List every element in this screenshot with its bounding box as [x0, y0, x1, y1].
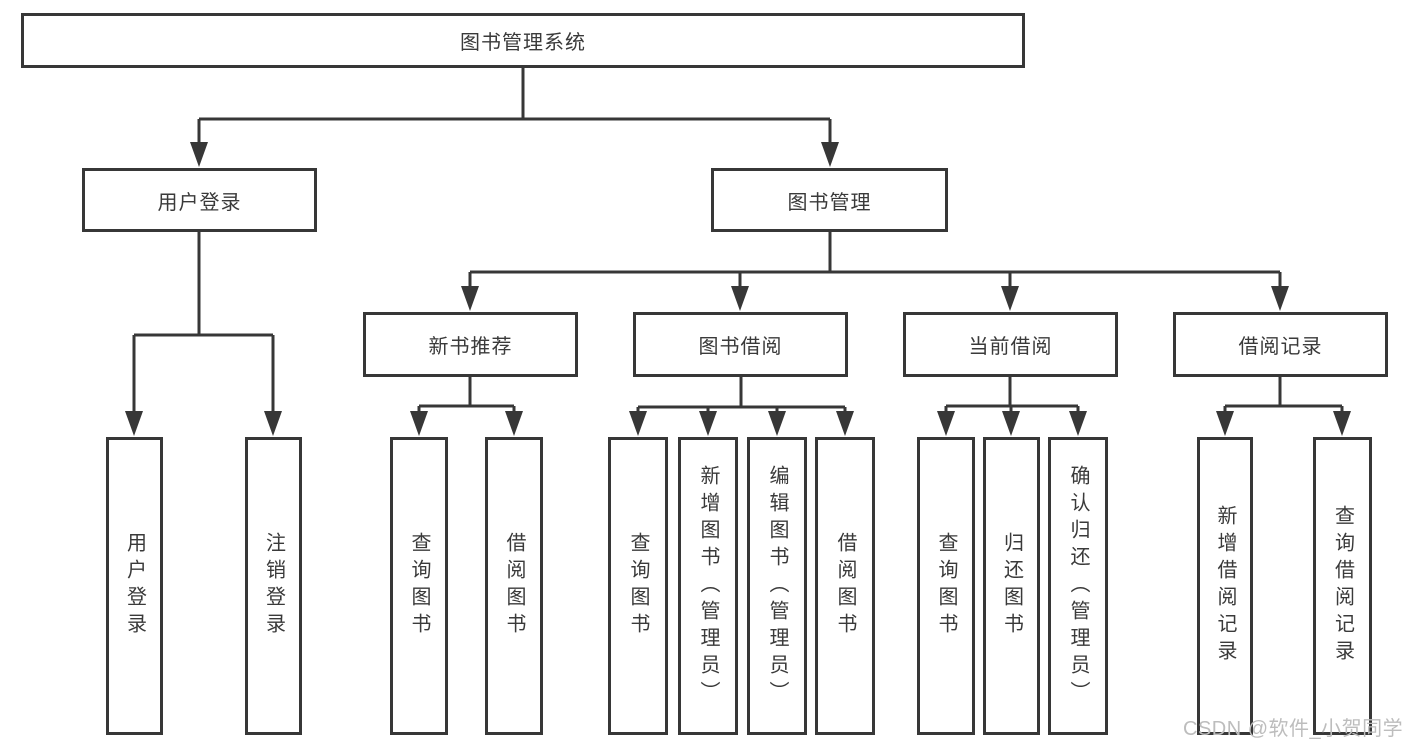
- leaf-confirm-return-admin: 确认归还（管理员）: [1048, 437, 1108, 735]
- leaf-logout: 注销登录: [245, 437, 302, 735]
- leaf-query-book-recommend: 查询图书: [390, 437, 448, 735]
- node-label: 新增借阅记录: [1214, 505, 1236, 667]
- watermark: CSDN @软件_小贺同学: [1183, 718, 1404, 740]
- node-label: 注销登录: [262, 532, 285, 640]
- node-label: 编辑图书（管理员）: [766, 464, 788, 708]
- leaf-query-book-borrow: 查询图书: [608, 437, 668, 735]
- node-label: 图书管理系统: [460, 32, 586, 54]
- node-label: 用户登录: [123, 532, 146, 640]
- node-label: 当前借阅: [968, 336, 1053, 358]
- node-label: 查询图书: [408, 532, 430, 640]
- node-label: 查询图书: [935, 532, 957, 640]
- leaf-borrow-book: 借阅图书: [815, 437, 875, 735]
- node-library-management-system: 图书管理系统: [21, 13, 1025, 68]
- node-label: 查询借阅记录: [1331, 505, 1354, 667]
- node-label: 借阅记录: [1238, 336, 1323, 358]
- leaf-user-login: 用户登录: [106, 437, 163, 735]
- node-current-borrowing: 当前借阅: [903, 312, 1118, 377]
- node-label: 用户登录: [157, 191, 242, 214]
- node-book-management: 图书管理: [711, 168, 948, 232]
- leaf-add-book-admin: 新增图书（管理员）: [678, 437, 738, 735]
- node-label: 借阅图书: [503, 532, 525, 640]
- node-label: 新书推荐: [428, 336, 513, 358]
- node-new-book-recommendation: 新书推荐: [363, 312, 578, 377]
- node-label: 查询图书: [627, 532, 649, 640]
- leaf-borrow-book-recommend: 借阅图书: [485, 437, 543, 735]
- leaf-edit-book-admin: 编辑图书（管理员）: [747, 437, 807, 735]
- leaf-query-book-current: 查询图书: [917, 437, 975, 735]
- node-label: 新增图书（管理员）: [697, 464, 719, 708]
- node-label: 借阅图书: [834, 532, 856, 640]
- node-label: 归还图书: [1000, 532, 1023, 640]
- node-borrowing-records: 借阅记录: [1173, 312, 1388, 377]
- node-book-borrowing: 图书借阅: [633, 312, 848, 377]
- node-label: 图书借阅: [698, 336, 783, 358]
- leaf-query-borrow-record: 查询借阅记录: [1313, 437, 1372, 735]
- node-user-login: 用户登录: [82, 168, 317, 232]
- node-label: 图书管理: [787, 191, 872, 214]
- node-label: 确认归还（管理员）: [1067, 464, 1089, 708]
- leaf-return-book: 归还图书: [983, 437, 1040, 735]
- leaf-add-borrow-record: 新增借阅记录: [1197, 437, 1253, 735]
